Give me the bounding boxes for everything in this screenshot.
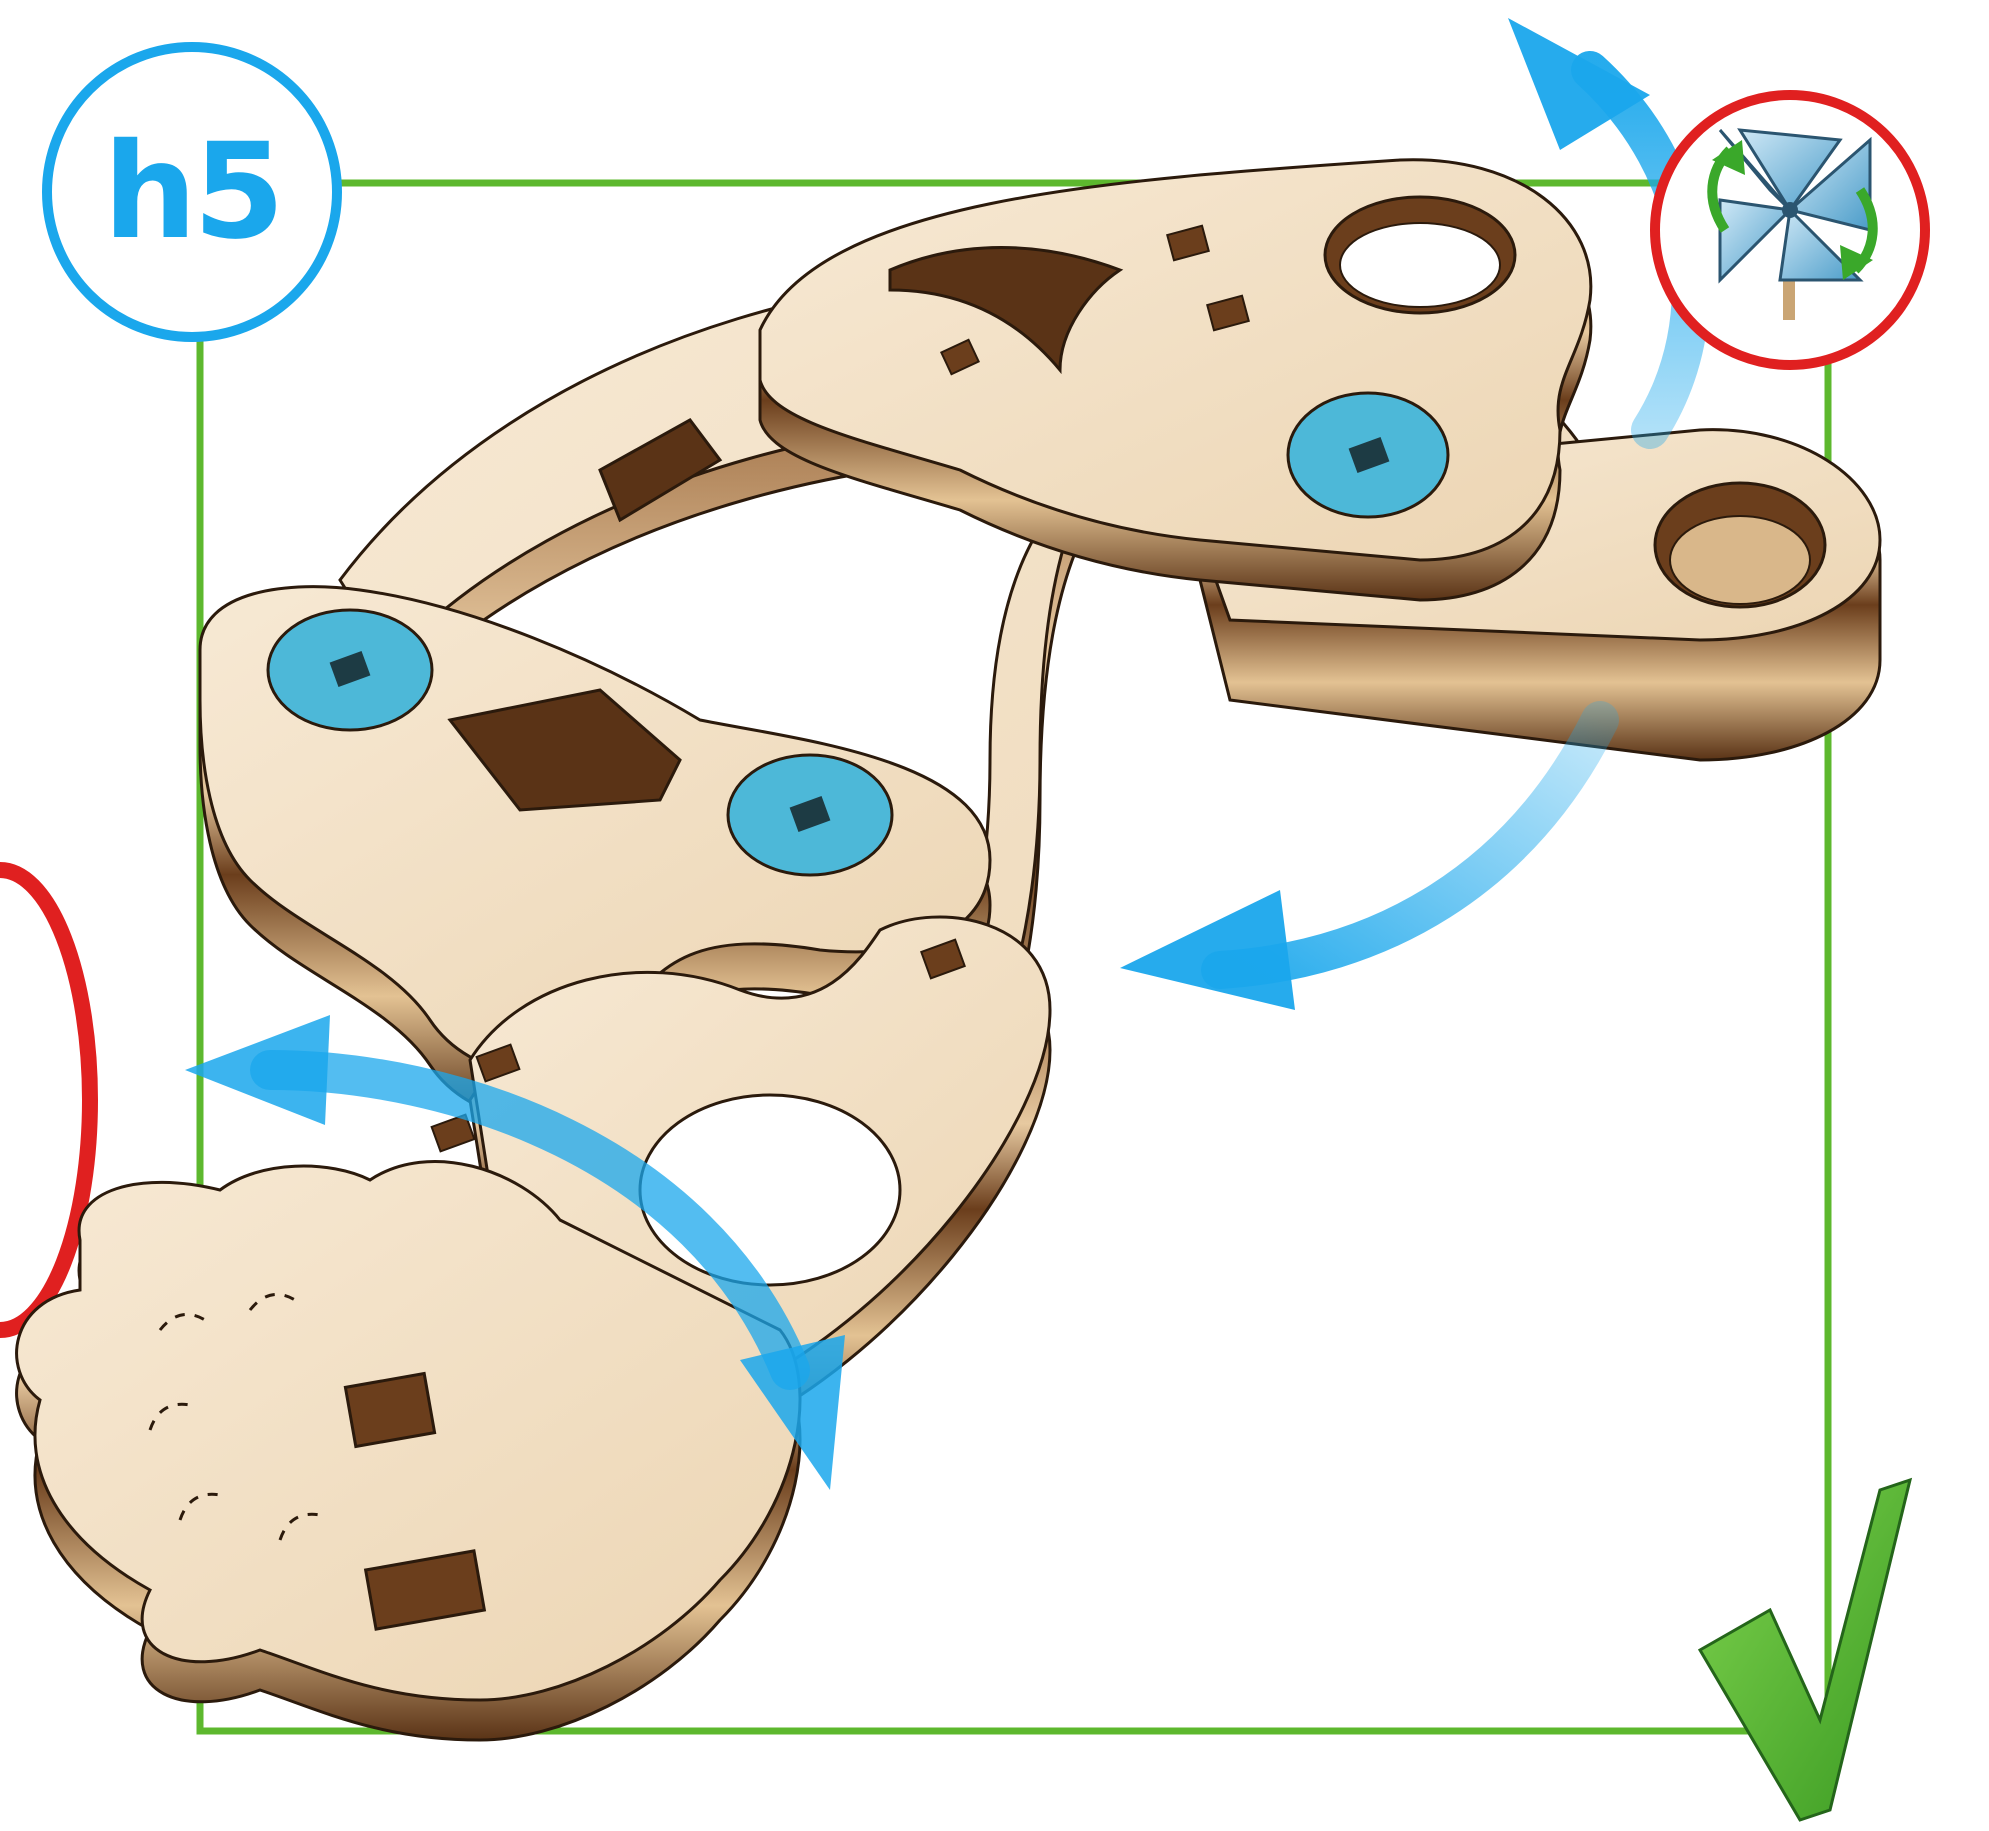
- partial-red-circle: [0, 870, 90, 1330]
- rotation-arrow-middle-head: [1120, 890, 1295, 1010]
- rotation-arrow-lower-head-left: [185, 1015, 330, 1125]
- green-checkmark-icon: [1700, 1480, 1910, 1820]
- foot-slot: [345, 1374, 434, 1447]
- no-pinwheel-icon: [1655, 95, 1925, 365]
- wooden-leg-mechanism: [17, 160, 1880, 1740]
- step-number-badge: h5: [42, 42, 342, 342]
- top-plate: [760, 160, 1591, 600]
